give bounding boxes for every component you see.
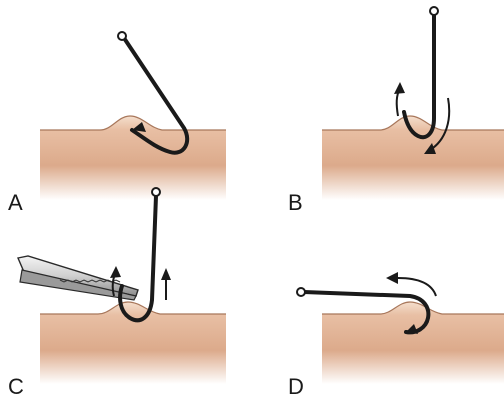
panel-label-d: D (288, 374, 304, 398)
hook-eye-a (118, 32, 126, 40)
panel-label-a: A (8, 190, 23, 215)
arrowhead-up-b (394, 82, 405, 94)
hook-eye-c (152, 188, 160, 196)
panel-a: A (8, 32, 226, 215)
panel-c: C (8, 188, 226, 398)
panel-label-c: C (8, 374, 24, 398)
arrowhead-left-d (386, 272, 398, 284)
curved-arrow-icon (398, 278, 436, 296)
arrowhead-left-c (110, 266, 121, 278)
panel-b: B (288, 7, 504, 215)
arrowhead-up-c (161, 268, 171, 280)
panel-label-b: B (288, 190, 303, 215)
panel-d: D (288, 272, 504, 398)
hook-eye-d (297, 288, 305, 296)
hook-eye-b (430, 7, 438, 15)
